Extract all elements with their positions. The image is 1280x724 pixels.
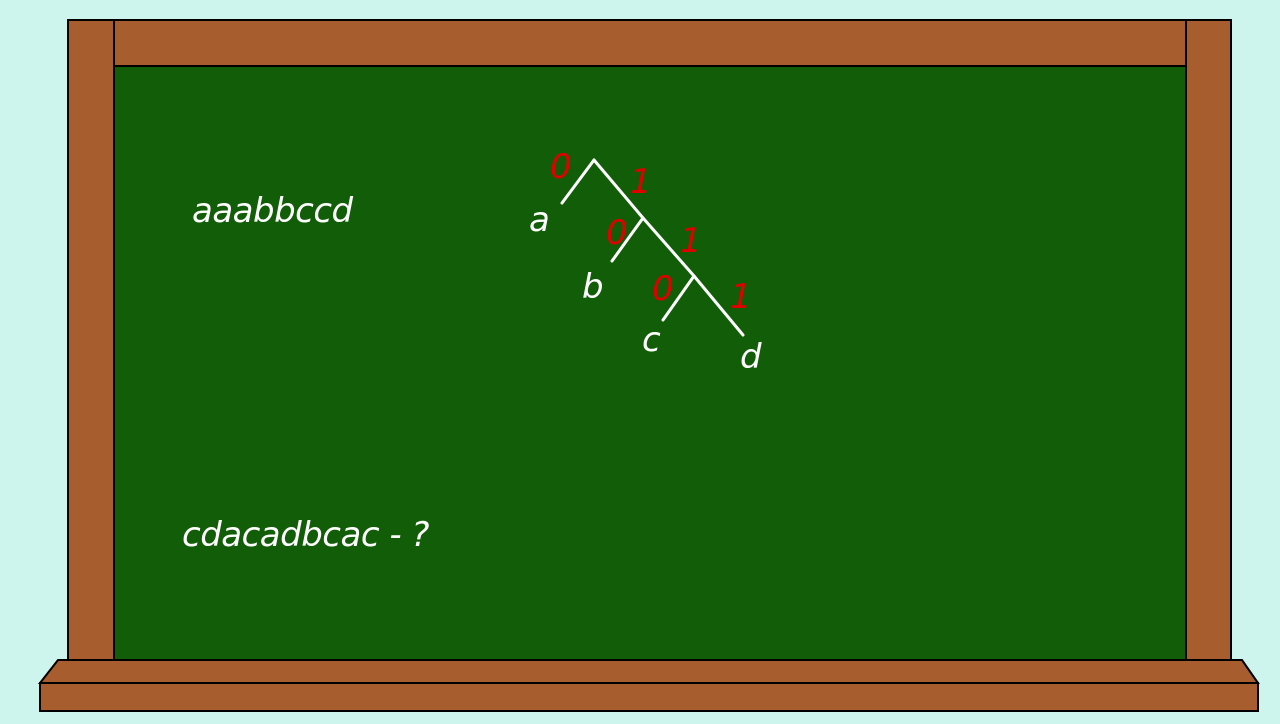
edge-n1-b — [610, 216, 645, 263]
source-string: aaabbccd — [192, 191, 353, 231]
edge-n2-d — [692, 274, 745, 337]
board-surface — [113, 65, 1187, 661]
leaf-label-a: a — [529, 200, 550, 240]
bit-n2-left: 0 — [652, 269, 674, 309]
edge-n1-n2 — [641, 216, 696, 278]
leaf-label-c: c — [642, 320, 661, 360]
bit-root-right: 1 — [630, 162, 652, 202]
tree-edges — [560, 158, 745, 337]
edge-root-n1 — [592, 158, 645, 220]
chalk-tray-front — [39, 682, 1259, 712]
leaf-label-d: d — [740, 337, 762, 377]
encoded-string-question: cdacadbcac - ? — [182, 515, 429, 555]
bit-n1-left: 0 — [606, 213, 628, 253]
edge-n2-c — [661, 274, 696, 322]
bit-n2-right: 1 — [730, 277, 752, 317]
bit-n1-right: 1 — [680, 221, 702, 261]
leaf-label-b: b — [582, 267, 604, 307]
chalk-tray-top — [37, 659, 1260, 684]
bit-root-left: 0 — [550, 147, 572, 187]
edge-root-a — [560, 158, 596, 205]
